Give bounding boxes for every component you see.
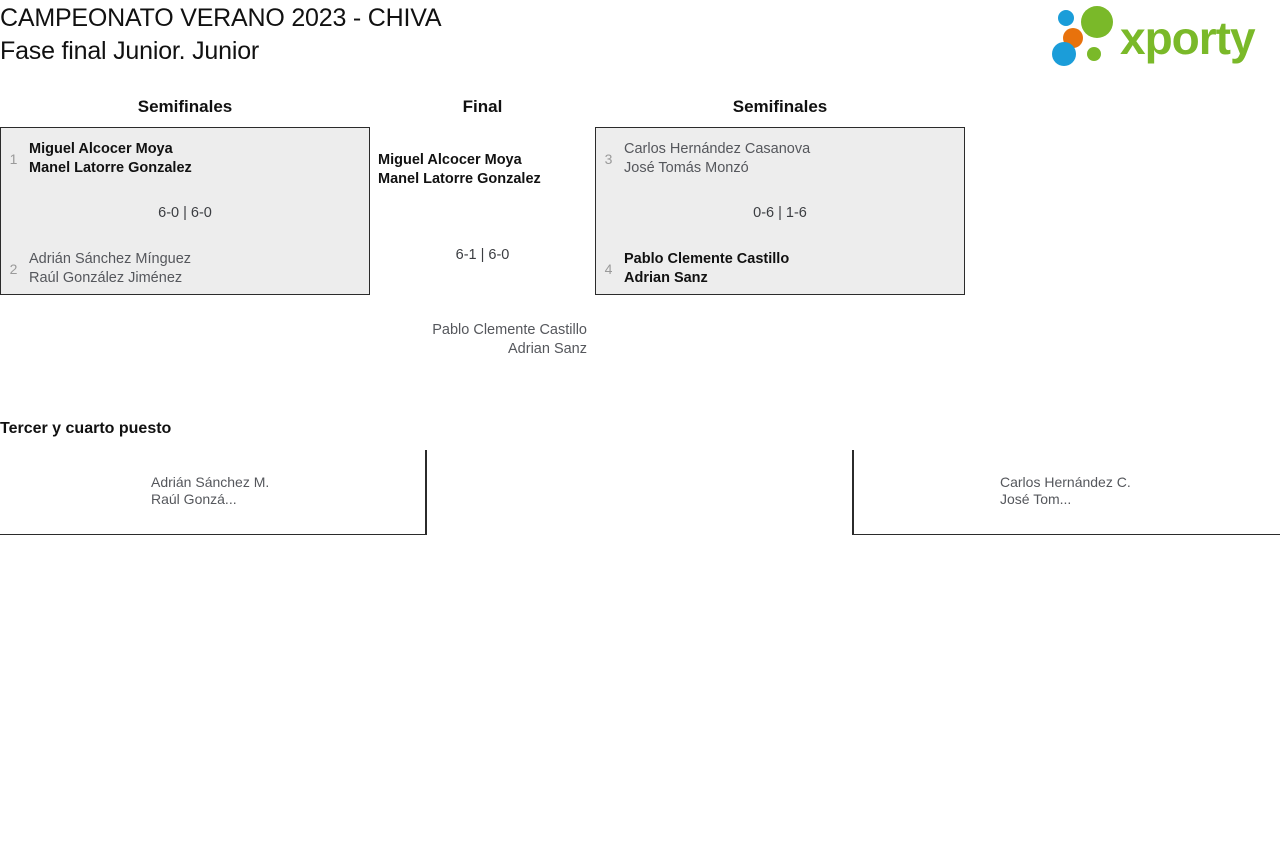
svg-text:xporty: xporty (1120, 12, 1256, 64)
third-place-team-left[interactable]: Adrián Sánchez M. Raúl Gonzá... (151, 474, 269, 508)
player-name: Carlos Hernández Casanova (624, 141, 811, 157)
match-score: 0-6 | 1-6 (753, 205, 807, 221)
tournament-title: CAMPEONATO VERANO 2023 - CHIVA (0, 4, 442, 32)
player-name: Pablo Clemente Castillo (432, 322, 587, 338)
team-names: Carlos Hernández Casanova José Tomás Mon… (624, 140, 810, 178)
xporty-logo-icon: xporty (1052, 6, 1257, 66)
player-name: Adrian Sanz (508, 341, 587, 357)
team-names: Miguel Alcocer Moya Manel Latorre Gonzal… (29, 140, 192, 178)
team-names: Pablo Clemente Castillo Adrian Sanz (432, 321, 587, 359)
third-place-heading: Tercer y cuarto puesto (0, 420, 172, 437)
player-name: Raúl González Jiménez (29, 270, 183, 286)
match-team-row[interactable]: 2 Adrián Sánchez Mínguez Raúl González J… (8, 250, 191, 288)
player-name: Carlos Hernández C. (1000, 474, 1131, 490)
match-team-row[interactable]: Pablo Clemente Castillo Adrian Sanz (432, 321, 587, 359)
match-final[interactable]: Miguel Alcocer Moya Manel Latorre Gonzal… (370, 127, 595, 367)
team-names: Pablo Clemente Castillo Adrian Sanz (624, 250, 789, 288)
page-header: CAMPEONATO VERANO 2023 - CHIVA Fase fina… (0, 0, 1280, 75)
round-title-semifinals-right: Semifinales (732, 97, 828, 116)
player-name: José Tomás Monzó (624, 160, 749, 176)
seed-number: 3 (604, 151, 613, 167)
player-name: Manel Latorre Gonzalez (378, 171, 541, 187)
round-title-final: Final (462, 97, 503, 116)
bracket-connector-right-horizontal (852, 533, 1280, 535)
player-name: Adrián Sánchez M. (151, 474, 270, 490)
match-team-row[interactable]: 3 Carlos Hernández Casanova José Tomás M… (603, 140, 811, 178)
player-name: Raúl Gonzá... (151, 491, 237, 507)
seed-number: 2 (9, 261, 18, 277)
team-names: Miguel Alcocer Moya Manel Latorre Gonzal… (378, 151, 541, 189)
match-score: 6-1 | 6-0 (455, 247, 510, 263)
match-team-row[interactable]: Miguel Alcocer Moya Manel Latorre Gonzal… (378, 151, 541, 189)
player-name: Manel Latorre Gonzalez (29, 160, 192, 176)
xporty-logo[interactable]: xporty (1050, 4, 1276, 68)
match-team-row[interactable]: 1 Miguel Alcocer Moya Manel Latorre Gonz… (8, 140, 192, 178)
bracket-connector-right-vertical (852, 450, 854, 535)
match-team-row[interactable]: 4 Pablo Clemente Castillo Adrian Sanz (603, 250, 790, 288)
seed-number: 4 (604, 261, 613, 277)
title-block: CAMPEONATO VERANO 2023 - CHIVA Fase fina… (0, 2, 900, 68)
match-score: 6-0 | 6-0 (158, 205, 212, 221)
match-semifinal-left[interactable]: 1 Miguel Alcocer Moya Manel Latorre Gonz… (0, 127, 370, 295)
player-name: Miguel Alcocer Moya (29, 141, 173, 157)
bracket-connector-left-horizontal (0, 533, 426, 535)
player-name: Adrian Sanz (624, 270, 708, 286)
match-semifinal-right[interactable]: 3 Carlos Hernández Casanova José Tomás M… (595, 127, 965, 295)
third-place-team-right[interactable]: Carlos Hernández C. José Tom... (1000, 474, 1131, 508)
round-title-semifinals-left: Semifinales (137, 97, 233, 116)
player-name: José Tom... (1000, 491, 1072, 507)
team-names: Adrián Sánchez Mínguez Raúl González Jim… (29, 250, 191, 288)
tournament-subtitle: Fase final Junior. Junior (0, 37, 260, 65)
player-name: Pablo Clemente Castillo (624, 251, 790, 267)
player-name: Miguel Alcocer Moya (378, 152, 522, 168)
player-name: Adrián Sánchez Mínguez (29, 251, 192, 267)
seed-number: 1 (9, 151, 18, 167)
bracket-connector-left-vertical (425, 450, 427, 535)
